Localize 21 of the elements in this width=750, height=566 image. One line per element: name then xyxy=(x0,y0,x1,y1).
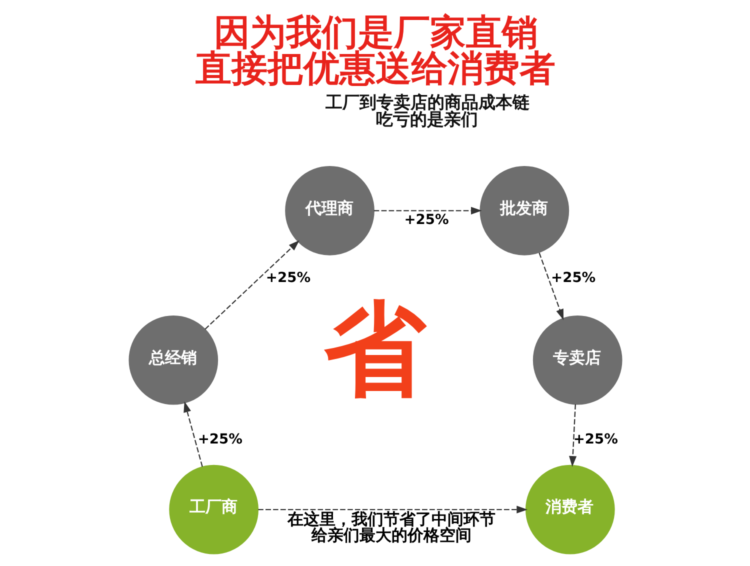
arrow xyxy=(204,240,299,330)
node-circle: 消费者 xyxy=(524,464,614,554)
label: 省 xyxy=(323,290,426,410)
edge-label: +25% xyxy=(404,212,448,228)
edge-label: +25% xyxy=(265,270,310,286)
arrow xyxy=(568,404,576,467)
edge-label: 在这里，我们节省了中间环节给亲们最大的价格空间 xyxy=(287,509,496,544)
node-circle: 专卖店 xyxy=(532,315,622,405)
diagram-title: 因为我们是厂家直销直接把优惠送给消费者 xyxy=(195,10,556,90)
node-circle: 代理商 xyxy=(284,166,374,256)
node-circle: 批发商 xyxy=(479,166,569,256)
node-circle: 工厂商 xyxy=(168,464,258,554)
arrow xyxy=(183,401,202,467)
node-circle: 总经销 xyxy=(128,315,218,405)
arrow xyxy=(538,252,564,320)
edge-label: +25% xyxy=(572,432,618,448)
edge-label: +25% xyxy=(197,432,242,448)
label: 工厂到专卖店的商品成本链吃亏的是亲们 xyxy=(325,92,530,130)
arrow xyxy=(258,506,528,514)
arrow xyxy=(373,206,482,214)
edge-label: +25% xyxy=(550,270,596,286)
